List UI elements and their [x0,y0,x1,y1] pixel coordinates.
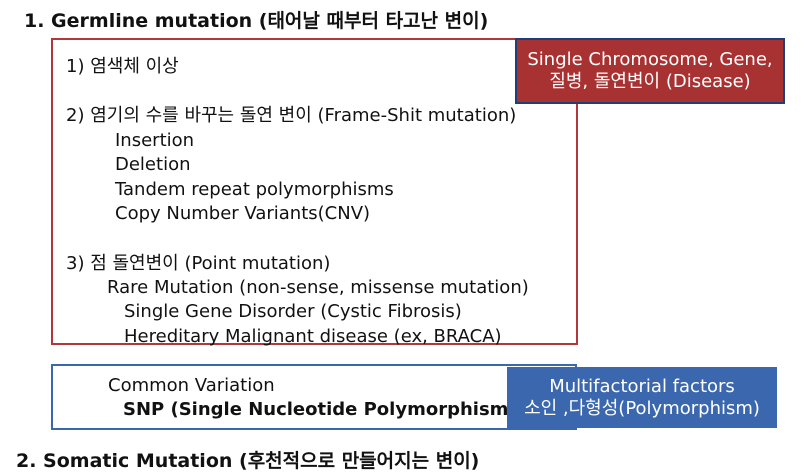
sub-deletion: Deletion [115,154,191,175]
subsub-single-gene-disorder: Single Gene Disorder (Cystic Fibrosis) [124,301,462,322]
heading-germline: 1. Germline mutation (태어날 때부터 타고난 변이) [24,10,489,32]
callout-multifactorial-line2: 소인 ,다형성(Polymorphism) [524,397,760,419]
sub-tandem-repeat: Tandem repeat polymorphisms [115,179,394,200]
item-3-point-mutation: 3) 점 돌연변이 (Point mutation) [66,253,331,274]
common-variation-label: Common Variation [108,375,275,396]
callout-multifactorial-line1: Multifactorial factors [549,375,735,397]
callout-disease: Single Chromosome, Gene, 질병, 돌연변이 (Disea… [515,38,785,104]
heading-somatic: 2. Somatic Mutation (후천적으로 만들어지는 변이) [16,450,480,472]
sub-insertion: Insertion [115,130,195,151]
callout-multifactorial: Multifactorial factors 소인 ,다형성(Polymorph… [507,367,777,428]
germline-box [51,38,578,345]
callout-disease-line1: Single Chromosome, Gene, [527,49,773,71]
callout-disease-line2: 질병, 돌연변이 (Disease) [549,71,751,92]
common-variation-box [51,364,577,430]
sub-cnv: Copy Number Variants(CNV) [115,203,371,224]
subsub-hereditary-malignant: Hereditary Malignant disease (ex, BRACA) [124,326,502,347]
item-2-frameshift: 2) 염기의 수를 바꾸는 돌연 변이 (Frame-Shit mutation… [66,105,517,126]
item-1-chromosome: 1) 염색체 이상 [66,56,179,77]
snp-label: SNP (Single Nucleotide Polymorphism) [123,399,517,420]
sub-rare-mutation: Rare Mutation (non-sense, missense mutat… [107,277,529,298]
